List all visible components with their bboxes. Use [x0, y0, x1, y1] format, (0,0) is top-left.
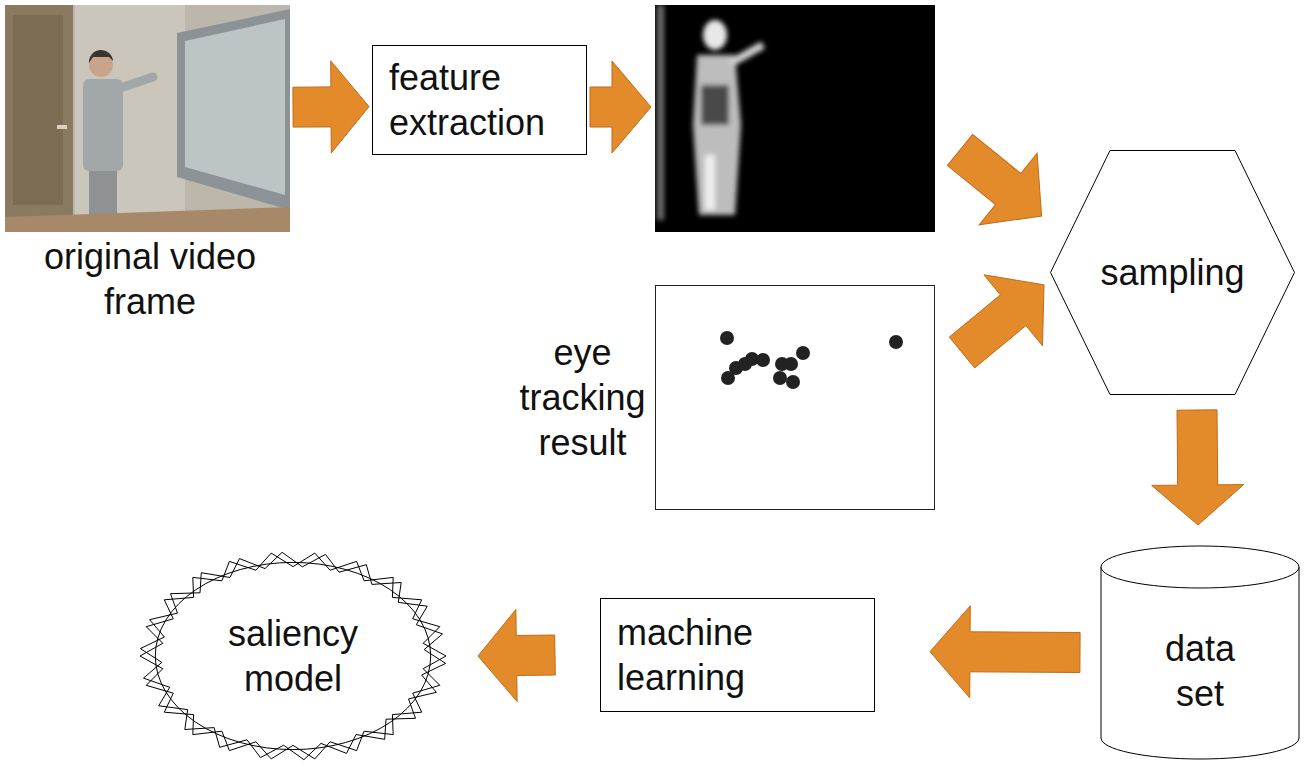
star-outline	[138, 550, 448, 762]
process-hexagon: sampling	[1050, 150, 1295, 395]
zigzag-ring	[140, 553, 446, 759]
block-arrow	[478, 610, 555, 702]
feature-arm	[731, 45, 763, 63]
block-arrow	[949, 275, 1044, 368]
feature-detail	[701, 85, 729, 125]
fixation-dot	[786, 375, 800, 389]
block-arrow	[931, 114, 1070, 252]
image-node: original video frame	[0, 5, 300, 335]
cylinder-body	[1101, 567, 1299, 759]
feature-head	[703, 20, 727, 50]
fixation-dots	[720, 331, 903, 389]
node-label: sampling	[1100, 250, 1244, 295]
person-hair	[89, 50, 113, 63]
person-legs	[89, 165, 117, 220]
process-box: feature extraction	[372, 45, 587, 155]
feature-ground	[655, 5, 935, 232]
block-arrow	[1152, 410, 1244, 525]
fixation-dot	[889, 335, 903, 349]
node-label: eye tracking result	[510, 330, 655, 465]
table	[5, 207, 290, 232]
fixation-dot	[773, 371, 787, 385]
label-column: eye tracking result	[510, 330, 655, 465]
door-panel	[13, 15, 63, 205]
door-handle	[57, 125, 67, 129]
node-label: machine learning	[617, 610, 817, 700]
plot-area	[655, 285, 935, 510]
feature-leg	[705, 155, 715, 210]
block-arrow	[930, 606, 1080, 698]
wall-light	[75, 5, 185, 232]
inner-ellipse	[155, 562, 430, 749]
cylinder-top	[1101, 546, 1299, 588]
person-arm	[117, 77, 153, 89]
fixation-dot	[756, 353, 770, 367]
eye-tracking-plot	[655, 285, 935, 510]
node-label: data set	[1145, 626, 1255, 716]
whiteboard-frame	[177, 9, 290, 210]
wall	[5, 5, 290, 232]
data-cylinder: data set	[1100, 545, 1300, 760]
photo-area	[5, 5, 290, 232]
node-label: original video frame	[5, 234, 295, 324]
plot-frame	[656, 286, 935, 510]
feature-map	[655, 5, 935, 232]
fixation-dot	[720, 331, 734, 345]
node-label: feature extraction	[389, 55, 570, 145]
door	[5, 5, 73, 232]
hexagon	[1051, 151, 1295, 395]
fixation-dot	[784, 357, 798, 371]
feature-body	[693, 55, 741, 215]
node-label: saliency model	[208, 611, 378, 701]
process-box: machine learning	[600, 598, 875, 712]
block-arrow	[590, 61, 651, 153]
zigzag-ring	[140, 552, 445, 759]
video-frame-photo	[5, 5, 290, 232]
fixation-dot	[796, 346, 810, 360]
result-seal: saliency model	[138, 550, 448, 762]
block-arrow	[293, 61, 369, 153]
feature-figure	[657, 5, 763, 220]
whiteboard-surface	[185, 19, 285, 195]
image-node: eye tracking result	[500, 285, 935, 510]
feature-edge	[657, 5, 664, 220]
